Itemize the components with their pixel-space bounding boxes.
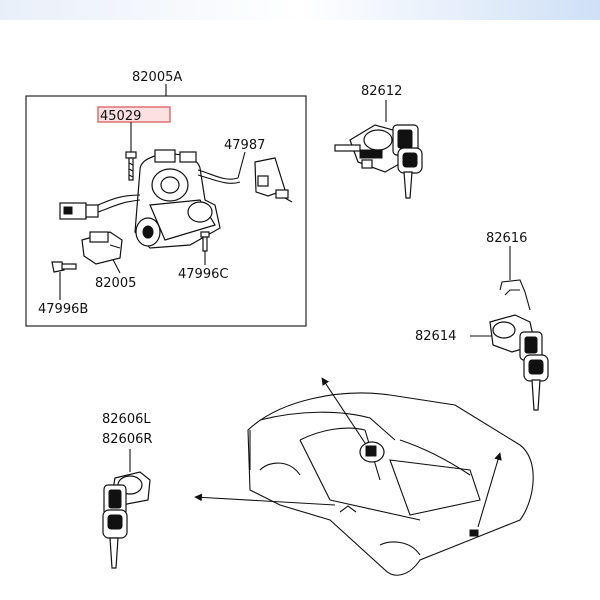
door-lock-82606 [102, 471, 151, 569]
label-47996c[interactable]: 47996C [178, 267, 228, 282]
label-82606l[interactable]: 82606L [102, 412, 151, 427]
part-labels: 82005A 45029 47987 82005 47996C 47996B 8… [38, 70, 527, 447]
top-border-bar [0, 0, 600, 20]
label-45029[interactable]: 45029 [100, 109, 141, 124]
bolt-47996b [51, 261, 77, 273]
label-82616[interactable]: 82616 [486, 231, 527, 246]
bolt-45029 [125, 151, 137, 181]
label-82005a[interactable]: 82005A [132, 70, 182, 85]
label-82614[interactable]: 82614 [415, 329, 456, 344]
clip-82616 [499, 279, 531, 311]
label-82005[interactable]: 82005 [95, 276, 136, 291]
car-outline [247, 392, 534, 576]
bolt-47996c [200, 231, 210, 252]
leader-lines [59, 100, 511, 472]
ignition-switch-assembly [51, 149, 293, 273]
highlight-box[interactable] [97, 106, 171, 123]
label-47987[interactable]: 47987 [224, 138, 265, 153]
assembly-frame [25, 84, 307, 327]
pointer-arrows [194, 377, 502, 528]
lock-cylinder-82005 [81, 231, 123, 265]
label-82612[interactable]: 82612 [361, 84, 402, 99]
trunk-lock-82614 [489, 314, 549, 411]
label-82606r[interactable]: 82606R [102, 432, 152, 447]
door-lock-82612 [334, 124, 423, 199]
label-47996b[interactable]: 47996B [38, 302, 88, 317]
